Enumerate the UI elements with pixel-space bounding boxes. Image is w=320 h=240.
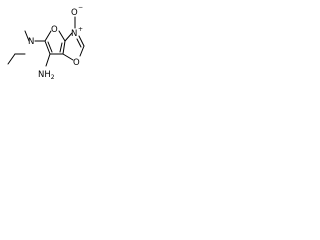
bond-n-methyl [24, 30, 30, 42]
bond-c5-c6-double [47, 41, 53, 53]
oxazole-nitrogen-label: N [71, 29, 77, 39]
furan-oxygen-label: O [51, 25, 58, 35]
amine-nitrogen-label: N [28, 37, 34, 47]
oxide-charge-label: − [78, 4, 83, 11]
bond-n3-c2 [78, 35, 85, 47]
oxazole-oxygen-label: O [73, 58, 80, 68]
bond-o-c3a [62, 53, 74, 61]
amino-group-label: NH2 [38, 70, 55, 81]
bond-c6a-n3 [64, 32, 73, 42]
bond-lines [7, 16, 85, 67]
oxide-oxygen-label: O [71, 8, 78, 18]
molecule-diagram: N O N + O − O NH2 [0, 0, 96, 90]
bond-c3a-c6a-double [59, 42, 63, 53]
bond-o1-c6a [58, 30, 66, 42]
bond-ethyl-1 [7, 53, 16, 65]
structure-drawing: N O N + O − O NH2 [7, 4, 85, 81]
bond-c5-o1 [44, 30, 52, 42]
atom-labels: N O N + O − O NH2 [28, 4, 83, 81]
bond-c5-c6 [44, 40, 51, 55]
bond-c3a-c6a [62, 40, 66, 55]
bond-c2-o [79, 45, 85, 57]
bond-c6-nh2 [45, 53, 51, 67]
bond-n3-c2-double [76, 38, 82, 48]
nitrogen-charge-label: + [78, 26, 83, 33]
